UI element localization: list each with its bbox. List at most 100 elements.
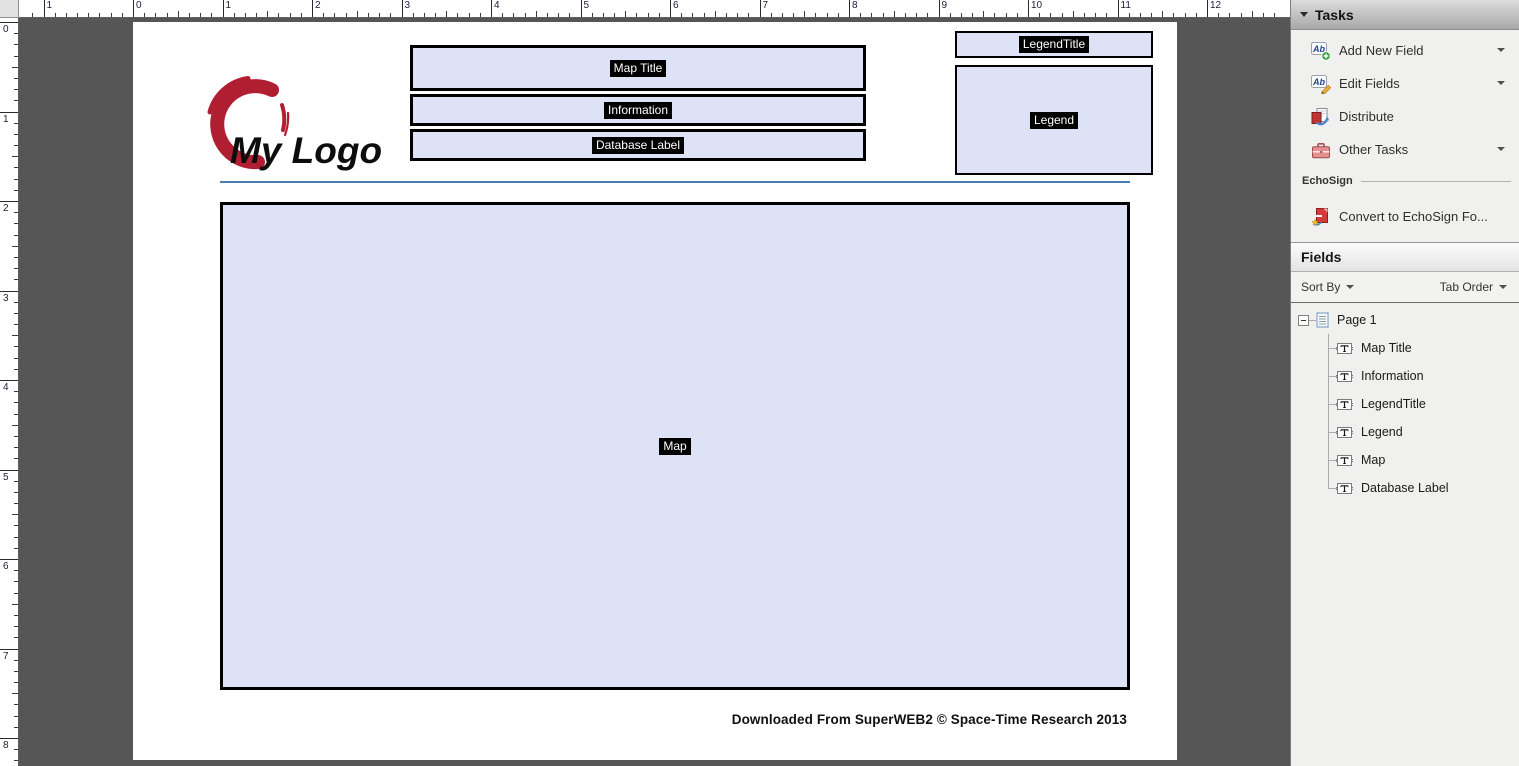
- tasks-panel-header[interactable]: Tasks: [1291, 0, 1519, 30]
- tree-node-information[interactable]: Information: [1291, 362, 1519, 390]
- text-field-icon: [1336, 482, 1353, 495]
- ruler-tick: [468, 13, 470, 17]
- ruler-tick: [1184, 13, 1186, 17]
- form-field-database-label[interactable]: Database Label: [410, 129, 866, 161]
- left-ruler-number: 0: [3, 24, 9, 35]
- tasks-panel-title: Tasks: [1315, 6, 1354, 23]
- form-field-map-title[interactable]: Map Title: [410, 45, 866, 91]
- ruler-tick: [14, 547, 18, 549]
- ruler-tick: [14, 726, 18, 728]
- tab-order-dropdown[interactable]: Tab Order: [1440, 280, 1507, 294]
- ruler-tick: [14, 324, 18, 326]
- ruler-tick: [960, 13, 962, 17]
- form-field-legend[interactable]: Legend: [955, 65, 1153, 175]
- ruler-tick: [14, 357, 18, 359]
- top-ruler-number: 2: [315, 0, 321, 11]
- tree-node-page-1[interactable]: Page 1: [1291, 306, 1519, 334]
- ruler-tick: [1151, 13, 1153, 17]
- top-ruler-number: 10: [1031, 0, 1043, 11]
- tree-connector: [1328, 432, 1337, 433]
- chevron-down-icon[interactable]: [1497, 147, 1505, 151]
- left-ruler-number: 3: [3, 292, 9, 304]
- form-field-information[interactable]: Information: [410, 94, 866, 126]
- ruler-tick: [14, 89, 18, 91]
- field-label-map-title: Map Title: [609, 59, 667, 77]
- ruler-tick: [1095, 13, 1097, 17]
- ruler-tick: [927, 13, 929, 17]
- ruler-tick: [12, 603, 18, 605]
- ruler-tick: [569, 13, 571, 17]
- tree-node-legend[interactable]: Legend: [1291, 418, 1519, 446]
- ruler-tick: [77, 13, 79, 17]
- ruler-tick: [65, 13, 67, 17]
- top-ruler-number: 12: [1210, 0, 1222, 11]
- ruler-tick: [1128, 13, 1130, 17]
- task-item-convert-to-echosign[interactable]: Convert to EchoSign Fo...: [1291, 200, 1519, 233]
- tree-node-legendtitle[interactable]: LegendTitle: [1291, 390, 1519, 418]
- chevron-down-icon[interactable]: [1497, 48, 1505, 52]
- edit-fields-icon: Ab: [1310, 74, 1332, 94]
- ruler-tick: [647, 13, 649, 17]
- collapse-icon[interactable]: [1298, 314, 1309, 326]
- echosign-divider: [1360, 180, 1511, 182]
- ruler-tick: [390, 13, 392, 17]
- ruler-tick: [323, 13, 325, 17]
- ruler-tick: [737, 13, 739, 17]
- top-ruler-number: 0: [136, 0, 142, 11]
- ruler-tick: [1195, 13, 1197, 17]
- ruler-tick: [144, 13, 146, 17]
- my-logo-image: My Logo: [188, 75, 398, 175]
- field-label-database-label: Database Label: [591, 136, 685, 154]
- ruler-tick: [12, 424, 18, 426]
- chevron-down-icon[interactable]: [1497, 81, 1505, 85]
- ruler-tick-major: [0, 22, 18, 23]
- ruler-tick-major: [1117, 0, 1119, 17]
- ruler-tick: [356, 11, 358, 17]
- top-ruler-number: 1: [225, 0, 232, 11]
- ruler-tick: [972, 13, 974, 17]
- text-field-icon: [1336, 426, 1353, 439]
- ruler-tick: [155, 13, 157, 17]
- ruler-tick: [14, 402, 18, 404]
- header-separator-line: [220, 181, 1130, 183]
- ruler-tick: [14, 268, 18, 270]
- ruler-tick: [14, 704, 18, 706]
- ruler-tick: [1139, 13, 1141, 17]
- task-item-distribute[interactable]: Distribute: [1291, 100, 1519, 133]
- ruler-tick-major: [759, 0, 761, 17]
- ruler-tick-major: [670, 0, 671, 17]
- text-field-icon: [1336, 342, 1353, 355]
- pdf-page: My Logo Map Title Information Database L…: [133, 22, 1177, 760]
- top-ruler-number: 9: [941, 0, 948, 11]
- form-field-map[interactable]: Map: [220, 202, 1130, 690]
- ruler-tick: [14, 682, 18, 684]
- ruler-tick: [14, 279, 18, 281]
- ruler-tick: [345, 13, 347, 17]
- ruler-tick: [32, 13, 34, 17]
- form-field-legend-title[interactable]: LegendTitle: [955, 31, 1153, 58]
- ruler-tick: [14, 189, 18, 191]
- ruler-tick: [200, 13, 202, 17]
- tree-node-database-label[interactable]: Database Label: [1291, 474, 1519, 502]
- left-ruler-number: 6: [3, 561, 9, 572]
- ruler-tick: [14, 33, 18, 35]
- ruler-tick: [12, 245, 18, 247]
- ruler-tick: [14, 458, 18, 460]
- ruler-tick: [658, 13, 660, 17]
- ruler-tick: [535, 11, 537, 17]
- task-item-label: Distribute: [1339, 109, 1394, 124]
- task-item-other-tasks[interactable]: Other Tasks: [1291, 133, 1519, 166]
- ruler-tick: [14, 413, 18, 415]
- document-canvas: My Logo Map Title Information Database L…: [19, 18, 1290, 766]
- ruler-tick: [14, 178, 18, 180]
- left-ruler-number: 4: [3, 382, 9, 393]
- left-ruler-number: 5: [3, 471, 9, 483]
- tree-node-map-title[interactable]: Map Title: [1291, 334, 1519, 362]
- fields-sort-bar: Sort By Tab Order: [1291, 272, 1519, 303]
- sort-by-dropdown[interactable]: Sort By: [1301, 280, 1355, 294]
- tree-node-map[interactable]: Map: [1291, 446, 1519, 474]
